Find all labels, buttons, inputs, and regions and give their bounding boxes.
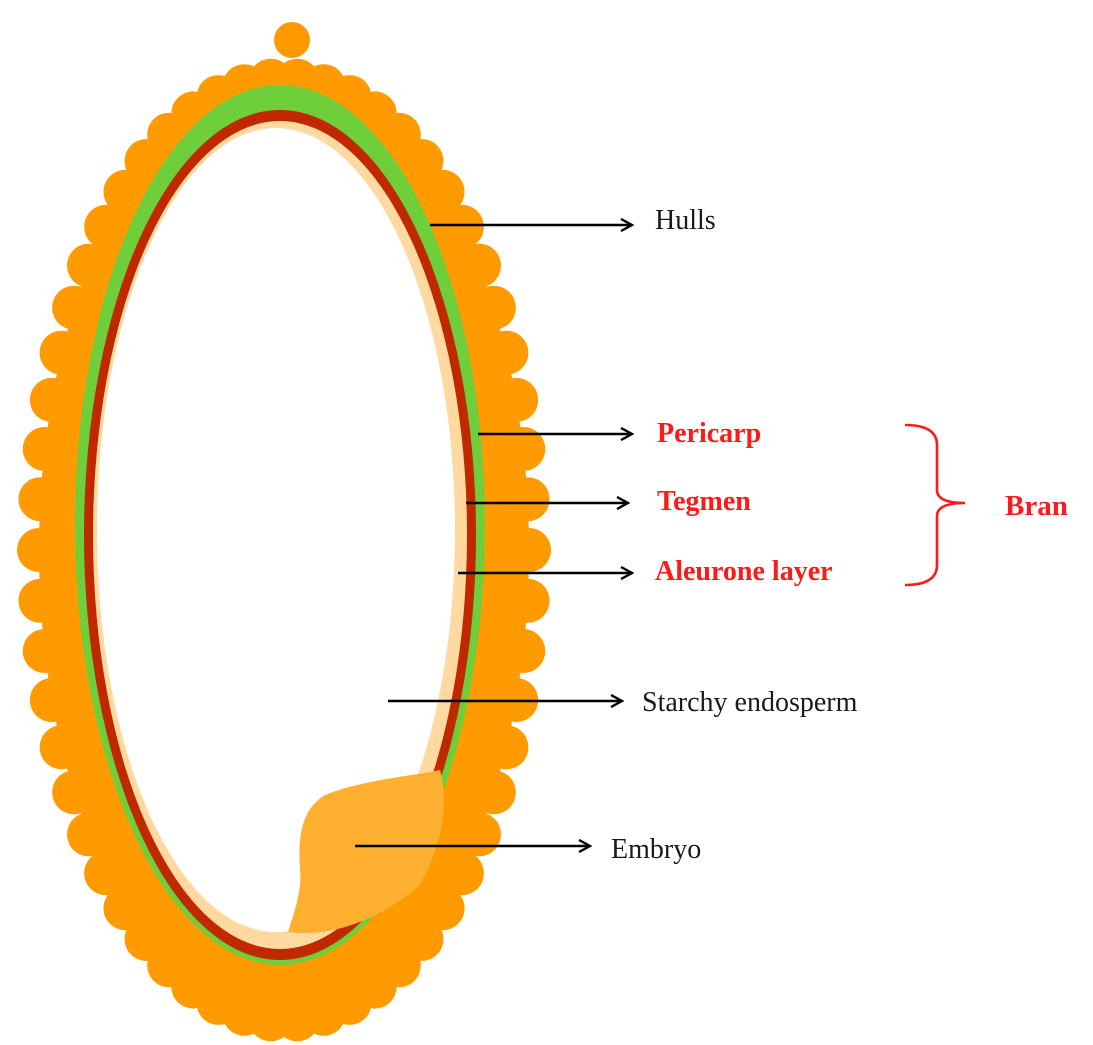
embryo-shape [288, 770, 444, 934]
embryo-label: Embryo [611, 834, 701, 865]
hull-tip [274, 22, 310, 58]
hulls-label: Hulls [655, 205, 716, 236]
tegmen-label: Tegmen [657, 486, 751, 517]
bran-bracket [904, 423, 966, 587]
starchy-endosperm [97, 128, 455, 932]
aleurone-label: Aleurone layer [655, 556, 833, 587]
pericarp-label: Pericarp [657, 418, 761, 449]
pointer-arrows [355, 225, 632, 846]
starchy-endosperm-label: Starchy endosperm [642, 687, 858, 718]
bran-label: Bran [1005, 490, 1068, 522]
